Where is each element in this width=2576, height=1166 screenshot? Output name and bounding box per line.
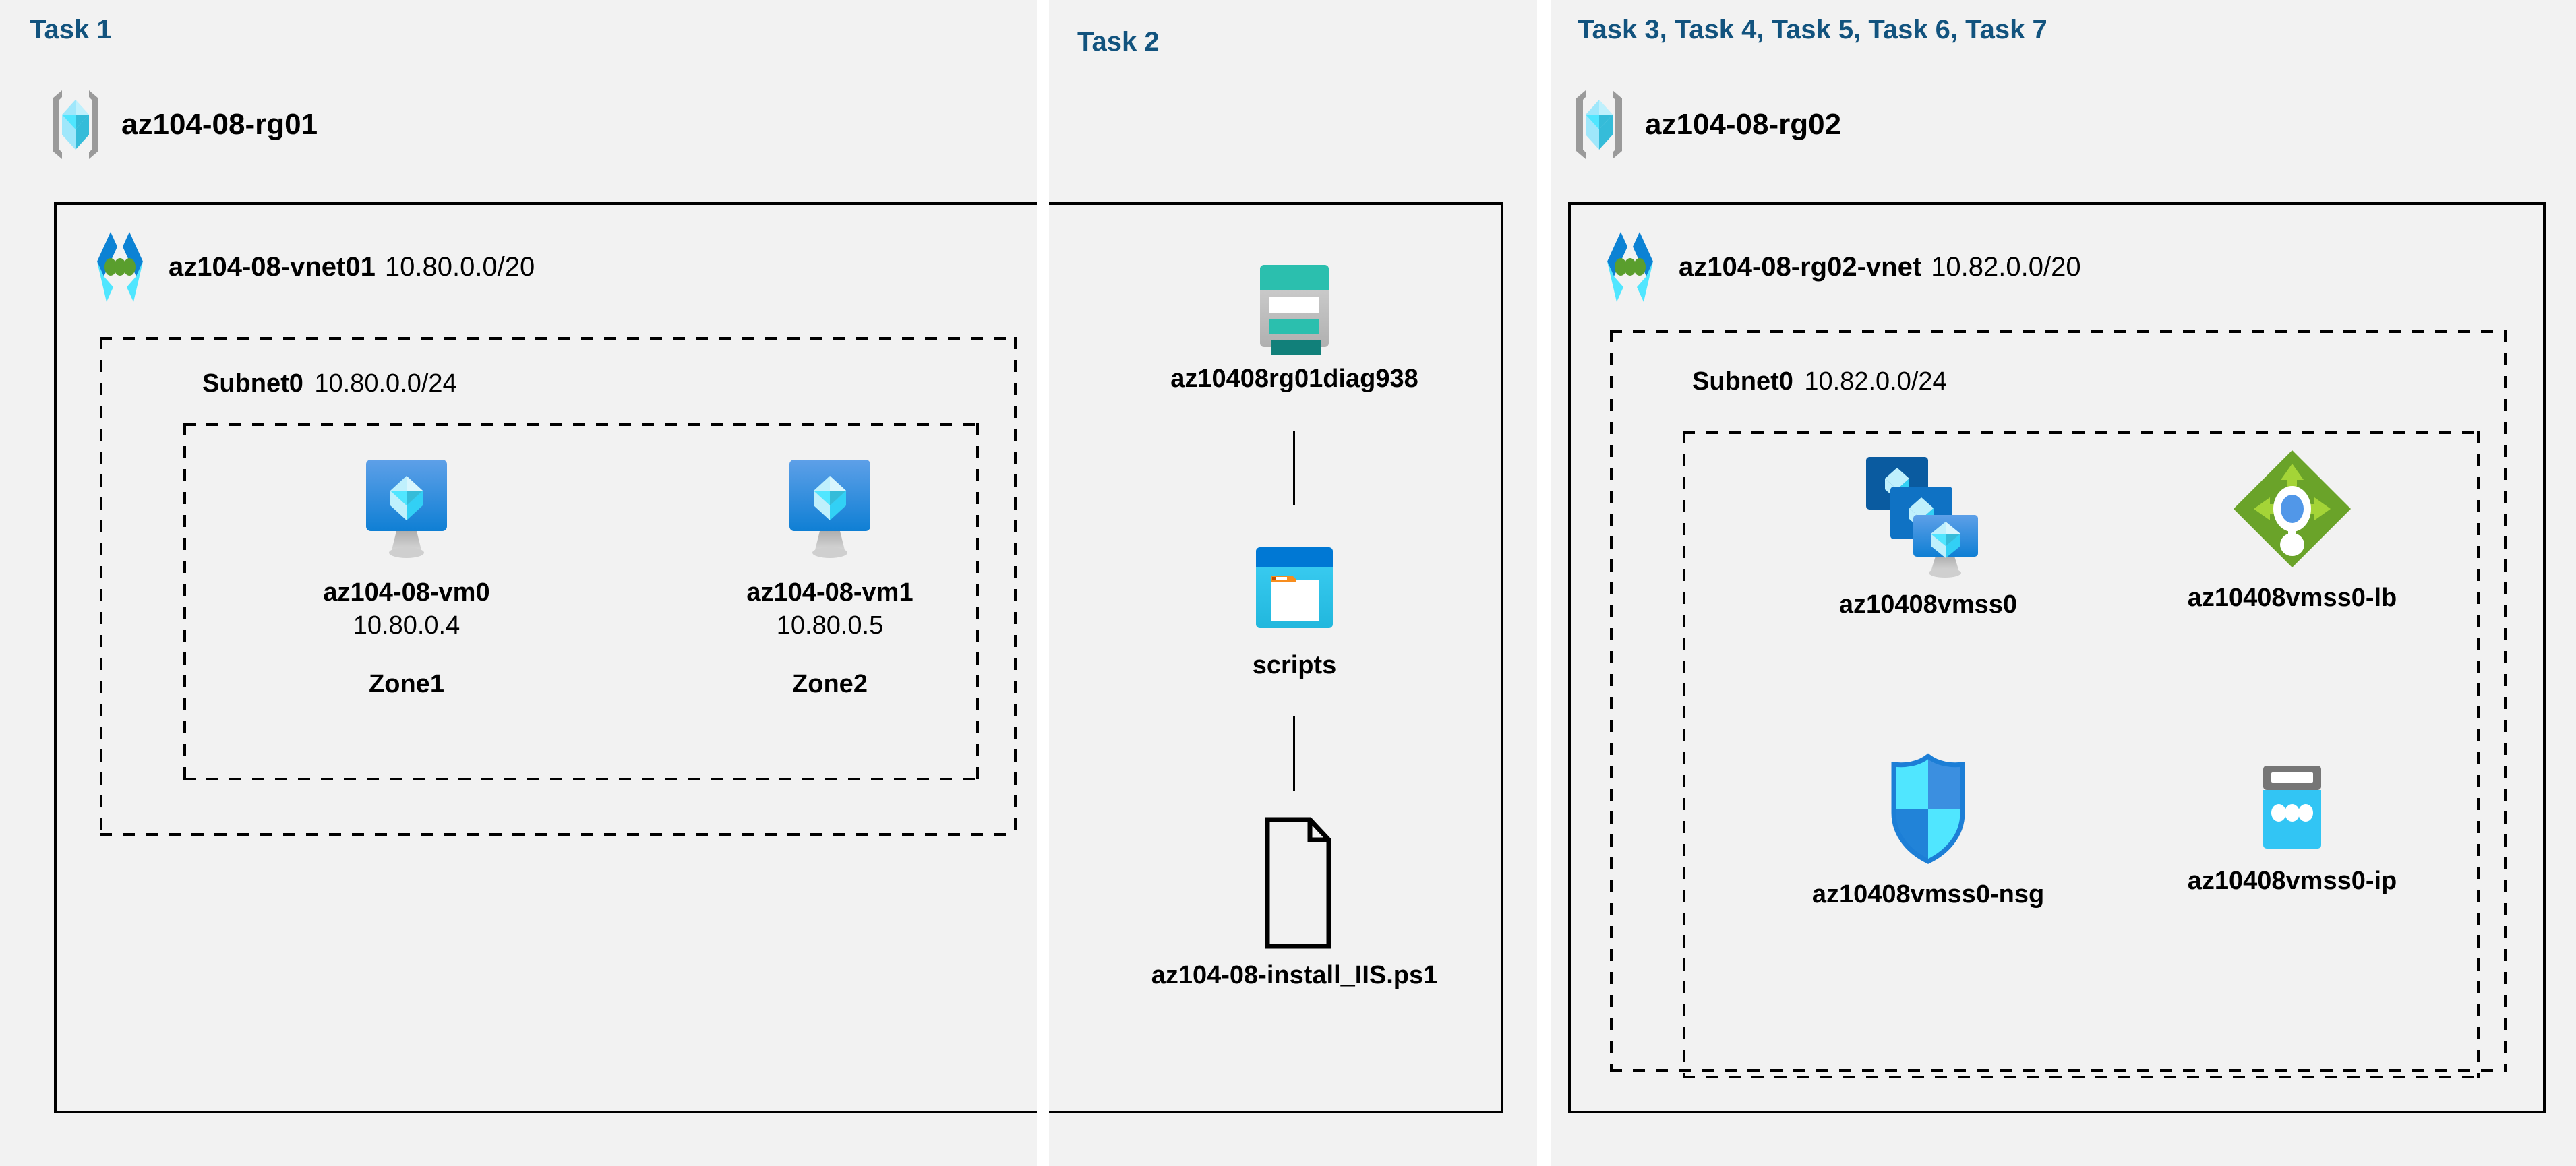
task1-vnet-cidr: 10.80.0.0/20 [384, 251, 535, 282]
file-node[interactable]: az104-08-install_IIS.ps1 [1092, 816, 1497, 990]
vmss-node[interactable]: az10408vmss0 [1753, 452, 2103, 619]
task3-resource-group-box [1683, 431, 2480, 1078]
virtual-machine-icon [776, 453, 884, 567]
task3-vnet-cidr: 10.82.0.0/20 [1931, 251, 2081, 282]
panel-gutter-1 [1037, 0, 1049, 1166]
resource-group-icon [47, 88, 104, 162]
public-ip-address-icon [2242, 762, 2343, 856]
task1-vnet-header: az104-08-vnet01 10.80.0.0/20 [88, 229, 535, 305]
storage-account-icon [1251, 259, 1338, 354]
vm-node-1-zone: Zone2 [792, 670, 868, 698]
nsg-node[interactable]: az10408vmss0-nsg [1753, 748, 2103, 909]
task3-resource-group-name: az104-08-rg02 [1645, 108, 1842, 141]
resource-group-icon [1571, 88, 1627, 162]
connector-storage-to-scripts [1293, 431, 1295, 505]
task1-subnet-header: Subnet0 10.80.0.0/24 [202, 369, 457, 398]
task1-resource-group: az104-08-rg01 [47, 88, 318, 162]
public-ip-node-name: az10408vmss0-ip [2187, 867, 2397, 895]
task1-label: Task 1 [30, 15, 112, 44]
blob-container-icon [1244, 539, 1345, 640]
connector-scripts-to-file [1293, 716, 1295, 791]
vm-node-0-ip: 10.80.0.4 [353, 611, 460, 640]
task3-subnet-header: Subnet0 10.82.0.0/24 [1692, 367, 1947, 396]
load-balancer-icon [2228, 445, 2356, 573]
network-security-group-icon [1878, 748, 1979, 869]
task3-subnet-cidr: 10.82.0.0/24 [1804, 367, 1947, 396]
load-balancer-node-name: az10408vmss0-lb [2187, 584, 2397, 612]
storage-account-node[interactable]: az10408rg01diag938 [1092, 259, 1497, 394]
task1-vnet-name: az104-08-vnet01 [169, 251, 376, 282]
vm-scale-set-icon [1861, 452, 1996, 580]
task1-subnet-name: Subnet0 [202, 369, 303, 398]
blob-container-node[interactable]: scripts [1092, 539, 1497, 680]
virtual-machine-icon [353, 453, 460, 567]
storage-account-icon-bar [1271, 340, 1321, 355]
file-icon [1251, 816, 1338, 950]
vm-node-1[interactable]: az104-08-vm1 10.80.0.5 Zone2 [698, 453, 961, 699]
file-name: az104-08-install_IIS.ps1 [1151, 961, 1438, 989]
vm-node-0-zone: Zone1 [369, 670, 444, 698]
task3-label: Task 3, Task 4, Task 5, Task 6, Task 7 [1578, 15, 2047, 44]
nsg-node-name: az10408vmss0-nsg [1811, 880, 2045, 909]
task1-resource-group-name: az104-08-rg01 [121, 108, 318, 141]
vm-node-1-name: az104-08-vm1 [746, 578, 913, 607]
vm-node-0[interactable]: az104-08-vm0 10.80.0.4 Zone1 [275, 453, 538, 699]
storage-account-name: az10408rg01diag938 [1170, 365, 1418, 393]
vm-node-1-ip: 10.80.0.5 [776, 611, 884, 640]
vmss-node-name: az10408vmss0 [1838, 590, 2018, 619]
vm-node-0-name: az104-08-vm0 [323, 578, 490, 607]
public-ip-node[interactable]: az10408vmss0-ip [2117, 762, 2467, 896]
blob-container-name: scripts [1252, 651, 1337, 679]
task3-subnet-name: Subnet0 [1692, 367, 1793, 396]
panel-gutter-2 [1537, 0, 1551, 1166]
load-balancer-node[interactable]: az10408vmss0-lb [2117, 445, 2467, 613]
task3-vnet-name: az104-08-rg02-vnet [1679, 251, 1922, 282]
task1-subnet-cidr: 10.80.0.0/24 [314, 369, 457, 398]
task2-label: Task 2 [1077, 27, 1160, 57]
virtual-network-icon [1598, 229, 1663, 305]
task3-resource-group: az104-08-rg02 [1571, 88, 1841, 162]
task3-vnet-header: az104-08-rg02-vnet 10.82.0.0/20 [1598, 229, 2081, 305]
virtual-network-icon [88, 229, 152, 305]
